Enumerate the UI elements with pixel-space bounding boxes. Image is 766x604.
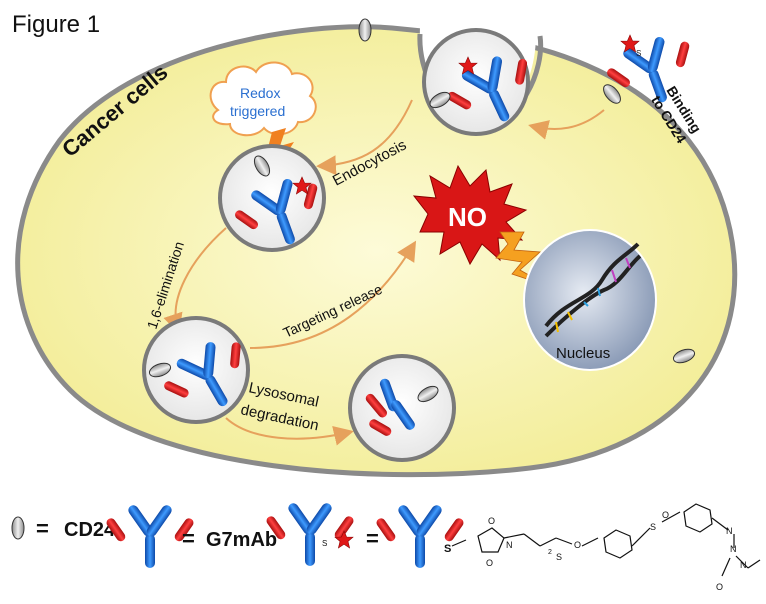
redox-cloud <box>209 61 317 137</box>
chemical-structure <box>451 503 761 577</box>
cd24-membrane-top <box>358 18 372 42</box>
chem-atom-n2: N <box>730 544 737 554</box>
targeting-arrow <box>249 240 417 349</box>
chem-subscript: 2 <box>548 549 552 556</box>
nucleus-label: Nucleus <box>556 345 610 362</box>
legend-g7mab-label: G7mAb <box>206 529 277 551</box>
legend-equals-1: = <box>36 516 49 541</box>
chem-atom-n1: N <box>506 540 513 550</box>
chem-atom-s1: S <box>650 522 656 532</box>
chem-atom-o2: O <box>486 558 493 568</box>
figure-label: Figure 1 <box>12 11 100 38</box>
endocytosis-arrow <box>316 99 413 176</box>
antibody-fragments <box>365 378 415 436</box>
elimination-arrow <box>163 227 227 334</box>
legend-cd24-symbol <box>11 516 25 540</box>
no-burst <box>412 164 528 266</box>
legend-equals-3: = <box>366 526 379 551</box>
chem-s-attach: S <box>444 543 451 555</box>
chem-atom-o1: O <box>488 516 495 526</box>
legend-conjugate-symbol <box>264 501 356 566</box>
chem-atom-o4: S <box>556 552 562 562</box>
legend-conjugate-s: S <box>322 539 327 548</box>
legend-structure-antibody <box>374 503 466 568</box>
chem-atom-n3: N <box>740 560 747 570</box>
chem-atom-o5: N <box>726 526 733 536</box>
lysosomal-arrow <box>225 417 354 446</box>
svg-text:S: S <box>636 49 641 58</box>
legend-equals-2: = <box>182 526 195 551</box>
dna-helix <box>544 242 642 338</box>
redox-label-line1: Redox <box>240 85 280 101</box>
legend-cd24-label: CD24 <box>64 519 116 541</box>
chem-atom-o3: O <box>574 540 581 550</box>
redox-label-line2: triggered <box>230 103 285 119</box>
binding-arrow <box>528 109 605 140</box>
chem-atom-s2: O <box>662 510 669 520</box>
chem-atom-o6: O <box>716 582 723 592</box>
no-label: NO <box>448 202 487 232</box>
